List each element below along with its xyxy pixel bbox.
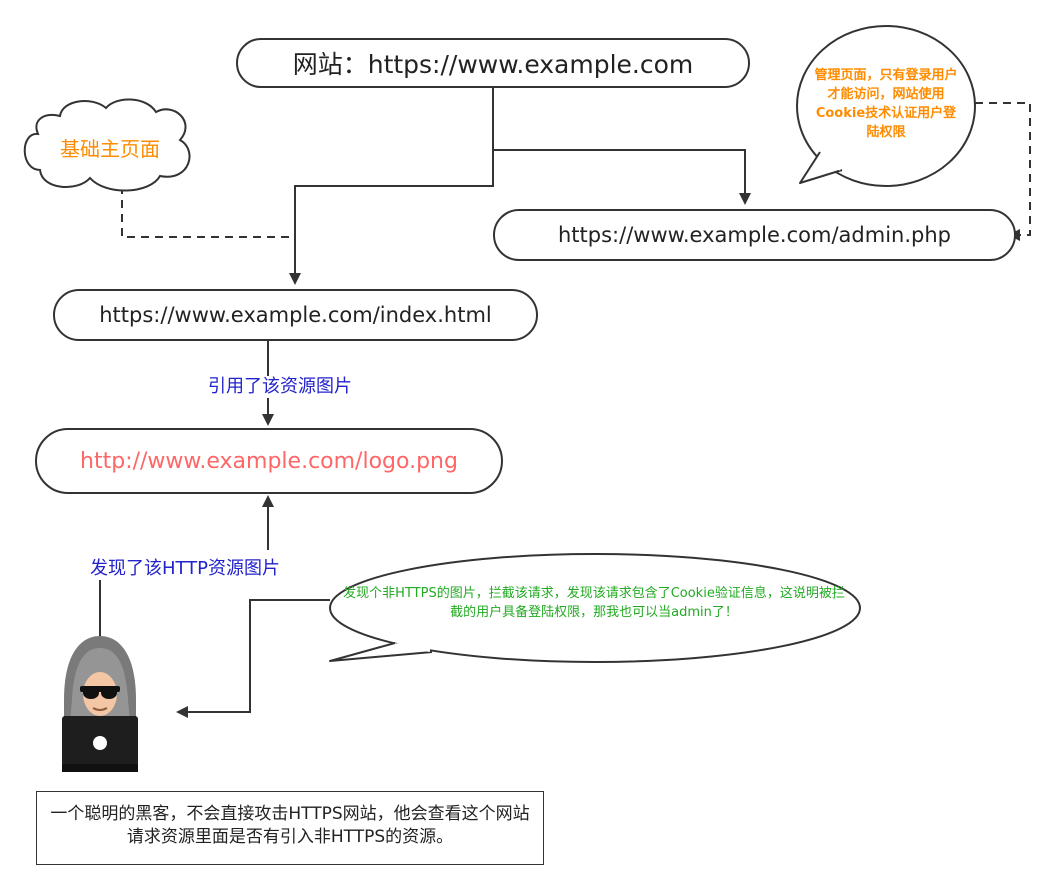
bubble-thought-text: 发现个非HTTPS的图片，拦截该请求，发现该请求包含了Cookie验证信息，这说… bbox=[343, 586, 845, 620]
edge-note-to-admin bbox=[975, 102, 1031, 241]
node-website: 网站：https://www.example.com bbox=[236, 38, 750, 88]
bubble-admin-note-text: 管理页面，只有登录用户才能访问，网站使用Cookie技术认证用户登陆权限 bbox=[814, 68, 958, 140]
hacker-icon bbox=[62, 636, 138, 772]
cloud-home-shape bbox=[23, 98, 191, 192]
node-logo-url: http://www.example.com/logo.png bbox=[35, 428, 503, 494]
edge-site-to-admin bbox=[493, 149, 751, 205]
edge-thought-to-hacker bbox=[176, 599, 330, 718]
edge-home-to-index bbox=[121, 186, 295, 238]
edge-label-discovers: 发现了该HTTP资源图片 bbox=[76, 558, 294, 580]
bubble-admin-note-shape bbox=[796, 25, 976, 187]
cloud-home-label: 基础主页面 bbox=[60, 137, 160, 161]
node-admin-url: https://www.example.com/admin.php bbox=[493, 209, 1016, 261]
bubble-thought-shape bbox=[329, 553, 861, 663]
node-index-url: https://www.example.com/index.html bbox=[53, 289, 538, 341]
bubble-admin-note-tail bbox=[799, 151, 843, 184]
edge-label-references: 引用了该资源图片 bbox=[195, 376, 365, 398]
edge-site-to-index bbox=[289, 87, 494, 285]
hacker-description-box: 一个聪明的黑客，不会直接攻击HTTPS网站，他会查看这个网站请求资源里面是否有引… bbox=[36, 791, 544, 865]
